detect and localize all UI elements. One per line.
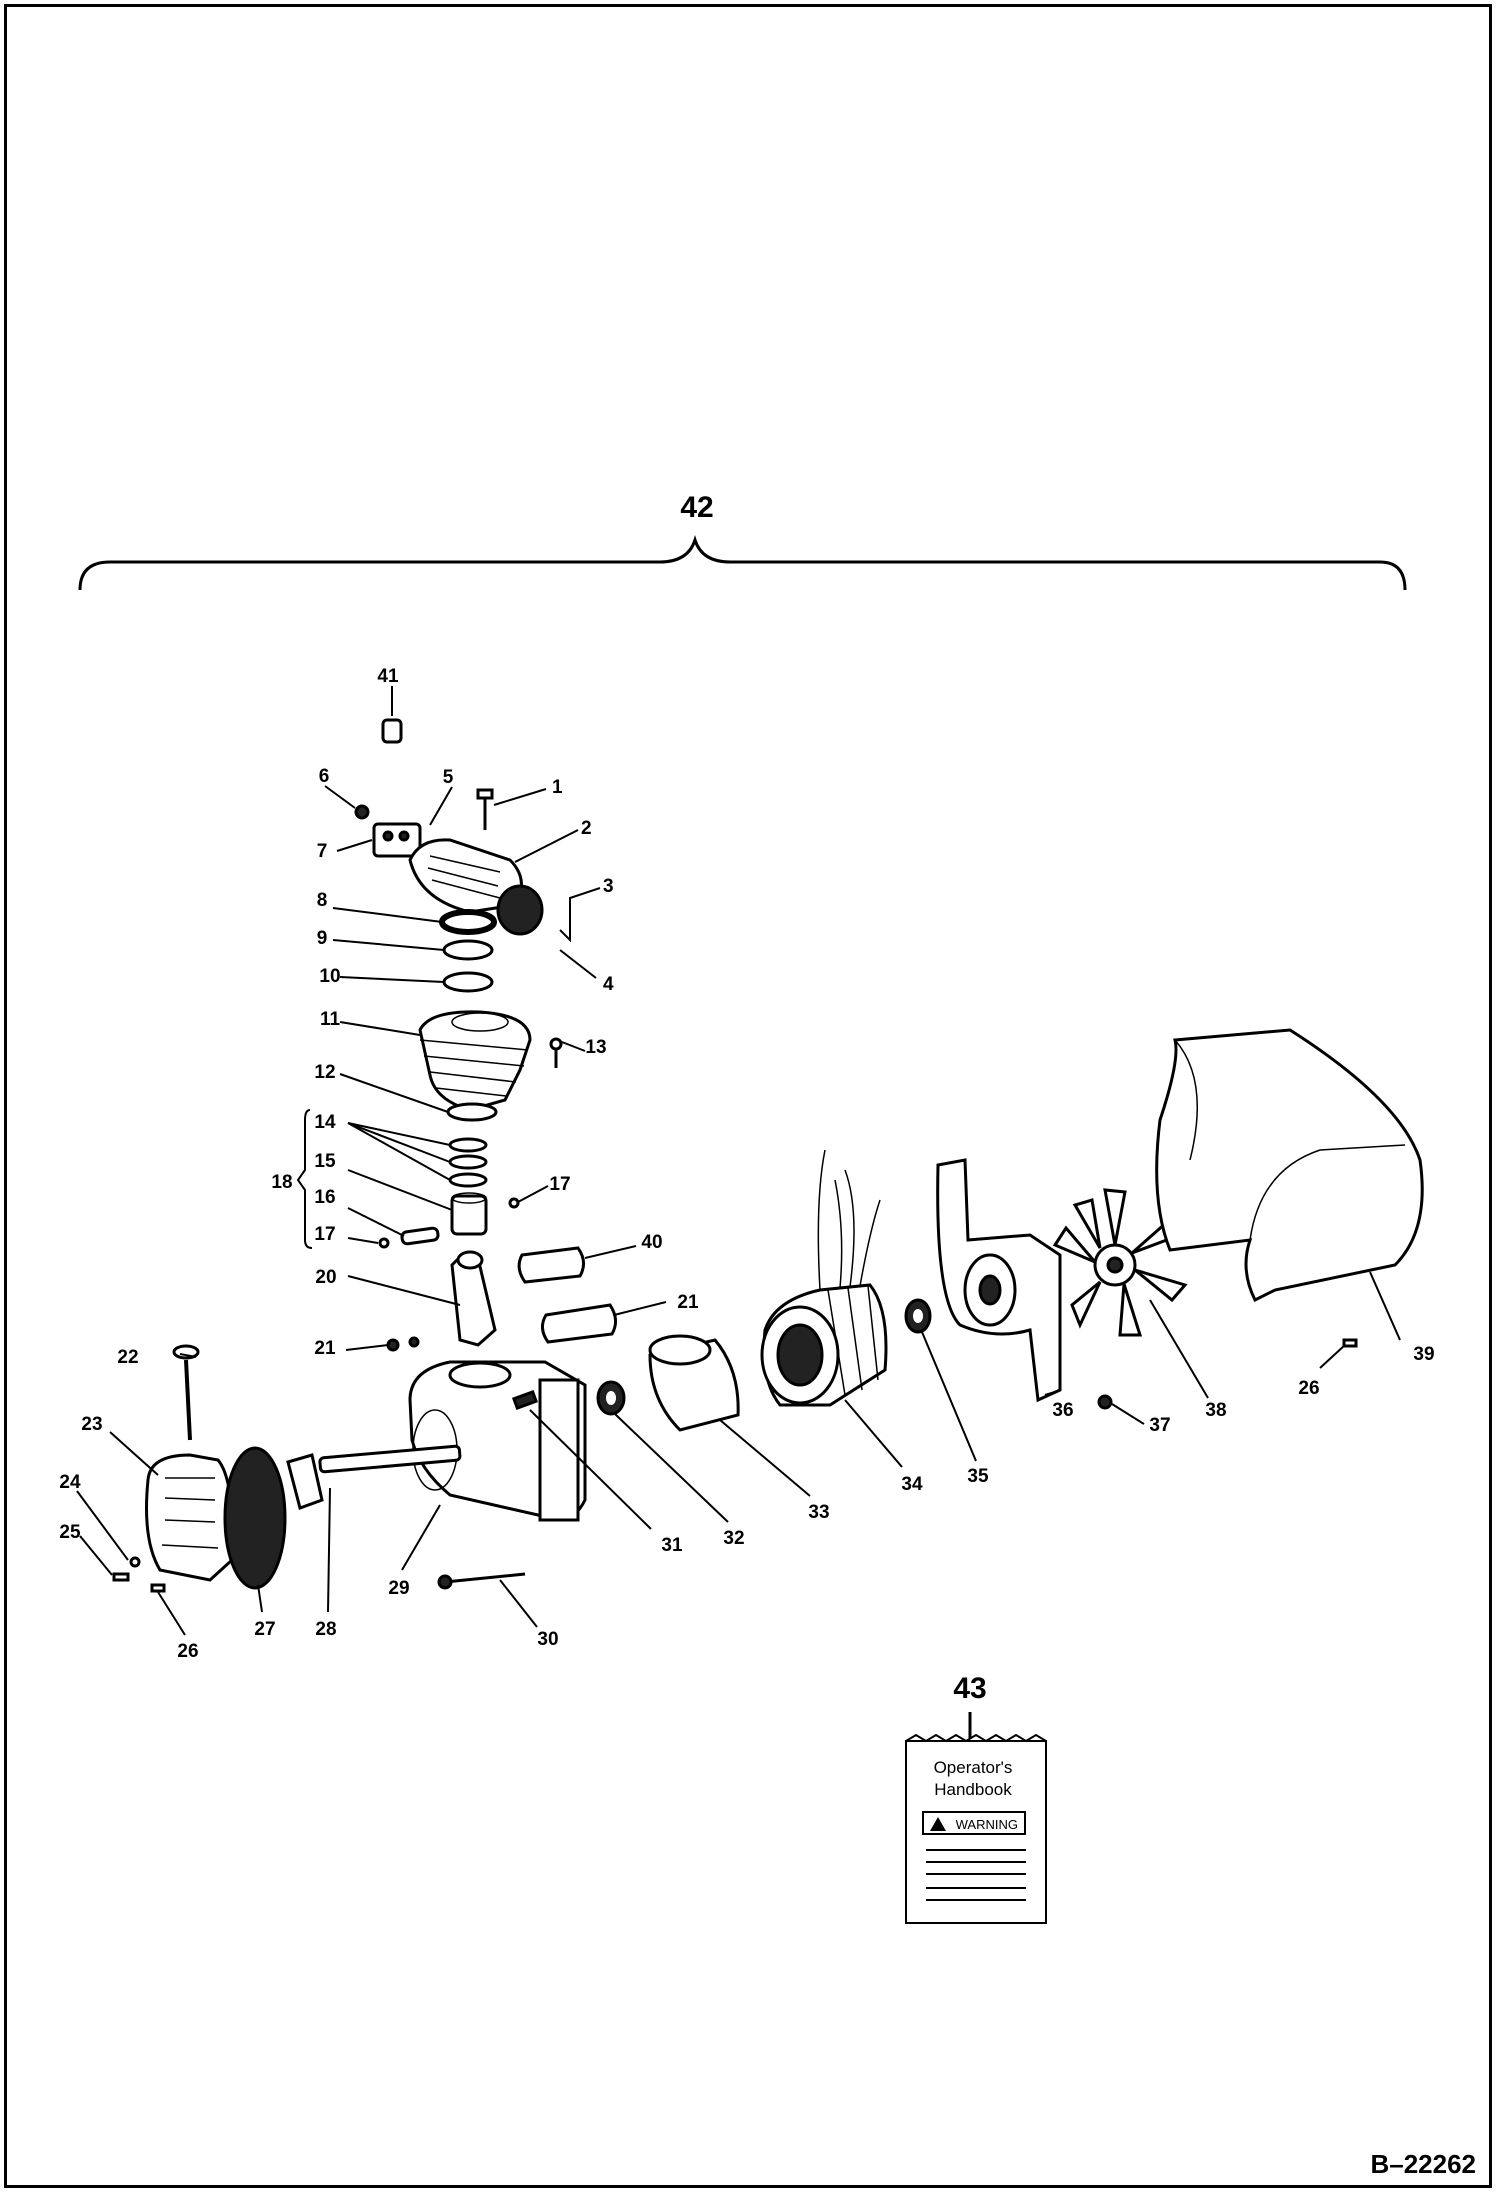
label-34: 34 [901,1474,923,1495]
part-27-gasket [223,1446,287,1590]
part-14-piston-rings [448,1137,488,1188]
part-41-breather [381,718,403,744]
part-32-bearing [596,1380,626,1416]
label-16: 16 [314,1187,335,1208]
manual-label: 43 [953,1672,986,1705]
part-10-gasket [442,971,494,993]
part-8-gasket [439,909,497,935]
part-31-key [511,1389,539,1411]
label-37: 37 [1149,1415,1170,1436]
part-12-gasket [446,1102,498,1122]
label-17-right: 17 [549,1174,570,1195]
part-26-screw [150,1583,166,1593]
part-21-nuts [386,1336,420,1352]
label-39: 39 [1413,1344,1434,1365]
part-35-bearing [904,1298,932,1334]
label-35: 35 [967,1466,989,1487]
part-40-sleeve [517,1246,585,1284]
label-17-left: 17 [314,1224,335,1245]
label-21-right: 21 [677,1292,699,1313]
part-34-stator [760,1149,888,1407]
label-14: 14 [314,1112,336,1133]
operators-handbook: Operator's Handbook WARNING [888,1695,1058,1941]
label-15: 15 [314,1151,336,1172]
part-17-clip [378,1197,520,1249]
part-16-wrist-pin [400,1226,440,1246]
label-23: 23 [81,1414,102,1435]
handbook-title-line1: Operator's [933,1758,1013,1777]
warning-text: WARNING [955,1817,1018,1832]
part-labels: 41 6 5 1 2 3 4 7 8 9 10 11 12 13 14 15 1… [59,666,1434,1705]
assembly-bracket [78,535,1407,591]
label-9: 9 [317,928,328,949]
part-24-washer [129,1556,141,1568]
part-39-fan-shroud [1155,1028,1424,1303]
part-13-bolt [549,1037,563,1068]
label-29: 29 [388,1578,409,1599]
part-25-screw [112,1572,130,1582]
part-7-valve-block [372,822,422,858]
label-41: 41 [377,666,399,687]
label-30: 30 [537,1629,558,1650]
part-30-through-bolt [437,1572,526,1590]
label-6: 6 [319,766,330,787]
label-18: 18 [271,1172,292,1193]
part-26-shroud-screw [1342,1338,1358,1348]
part-1-bolt [476,788,494,830]
label-3: 3 [603,876,614,897]
label-22: 22 [117,1347,138,1368]
part-15-piston [450,1192,488,1236]
label-25: 25 [59,1522,81,1543]
warning-box: WARNING [922,1811,1026,1835]
handbook-title: Operator's Handbook [888,1757,1058,1801]
label-13: 13 [585,1037,606,1058]
part-28-crankshaft [286,1444,462,1510]
label-2: 2 [581,818,592,839]
label-7: 7 [317,841,328,862]
part-29-crankcase [408,1360,587,1522]
assembly-label: 42 [680,491,713,524]
label-8: 8 [317,890,328,911]
label-28: 28 [315,1619,336,1640]
part-33-rotor [648,1334,740,1432]
label-20: 20 [315,1267,336,1288]
part-21-sleeve [541,1303,617,1344]
handbook-title-line2: Handbook [934,1780,1012,1799]
part-6-screw [354,804,370,820]
part-23-end-cover [145,1453,234,1582]
label-36: 36 [1052,1400,1073,1421]
label-24: 24 [59,1472,81,1493]
label-27: 27 [254,1619,275,1640]
label-21-left: 21 [314,1338,336,1359]
part-3-head-fins [496,884,544,936]
warning-triangle-icon [930,1817,946,1831]
label-40: 40 [641,1232,662,1253]
label-12: 12 [314,1062,335,1083]
part-22-drain-valve [172,1344,200,1441]
handbook-outline [905,1733,1047,1924]
label-10: 10 [319,966,340,987]
label-11: 11 [320,1009,341,1030]
page-border [4,4,1492,2188]
label-33: 33 [808,1502,829,1523]
part-36-end-bracket [936,1158,1062,1403]
part-9-valve-plate [442,939,494,961]
label-31: 31 [661,1535,683,1556]
label-32: 32 [723,1528,744,1549]
label-1: 1 [552,777,563,798]
label-38: 38 [1205,1400,1226,1421]
part-11-cylinder [418,1010,532,1112]
label-26-left: 26 [177,1641,198,1662]
reference-code: B–22262 [1370,2149,1476,2179]
label-5: 5 [443,767,454,788]
leader-lines [76,686,1401,1738]
part-20-connecting-rod [450,1250,497,1347]
part-37-nut [1097,1394,1113,1410]
label-4: 4 [603,974,614,995]
label-26-right: 26 [1298,1378,1319,1399]
